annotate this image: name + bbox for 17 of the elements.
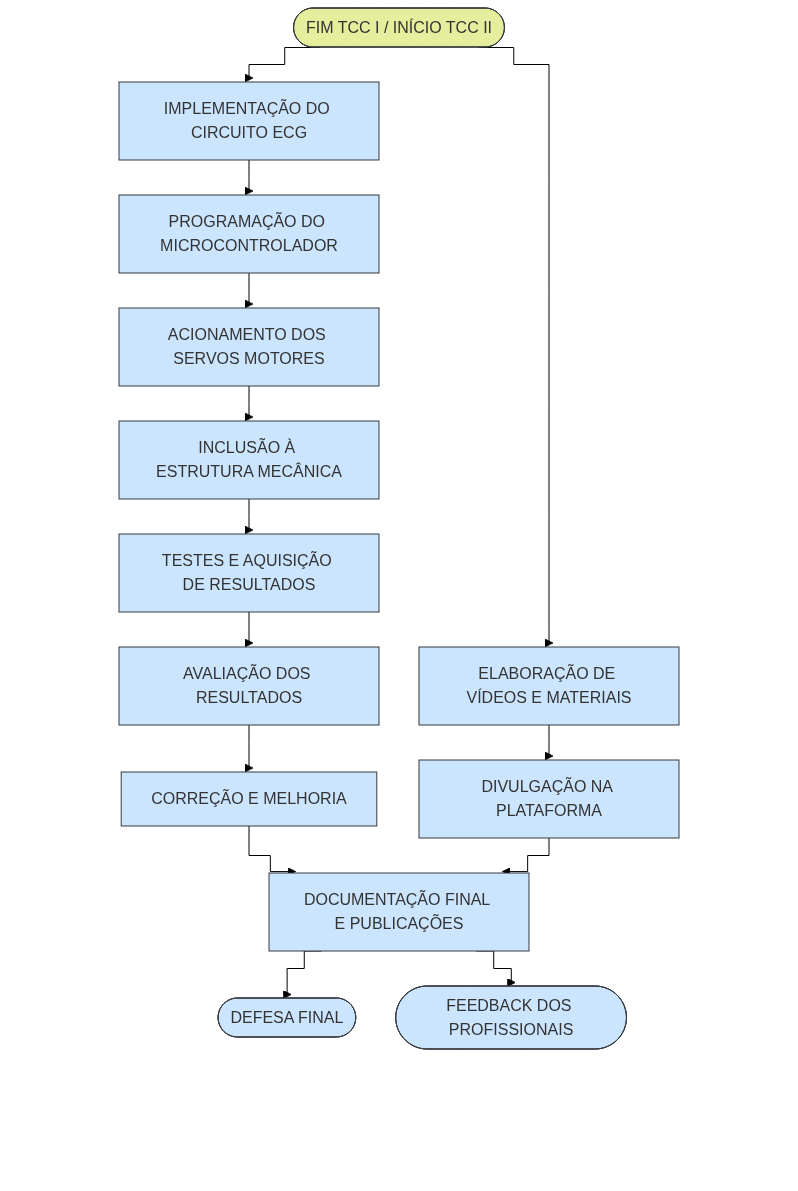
node-box: DOCUMENTAÇÃO FINAL E PUBLICAÇÕES xyxy=(268,872,530,952)
node-box: PROGRAMAÇÃO DO MICROCONTROLADOR xyxy=(118,194,380,274)
arrow xyxy=(244,611,254,648)
arrow xyxy=(244,385,254,422)
node-box: IMPLEMENTAÇÃO DO CIRCUITO ECG xyxy=(118,81,380,161)
arrow xyxy=(244,159,254,196)
arrow xyxy=(544,724,554,761)
arrow xyxy=(244,272,254,309)
node-box: CORREÇÃO E MELHORIA xyxy=(120,771,378,827)
node-box: ACIONAMENTO DOS SERVOS MOTORES xyxy=(118,307,380,387)
node-box: AVALIAÇÃO DOS RESULTADOS xyxy=(118,646,380,726)
node-box: DIVULGAÇÃO NA PLATAFORMA xyxy=(418,759,680,839)
node-box: TESTES E AQUISIÇÃO DE RESULTADOS xyxy=(118,533,380,613)
node-box: INCLUSÃO À ESTRUTURA MECÂNICA xyxy=(118,420,380,500)
node-box: ELABORAÇÃO DE VÍDEOS E MATERIAIS xyxy=(418,646,680,726)
arrow xyxy=(244,498,254,535)
arrow xyxy=(244,724,254,773)
